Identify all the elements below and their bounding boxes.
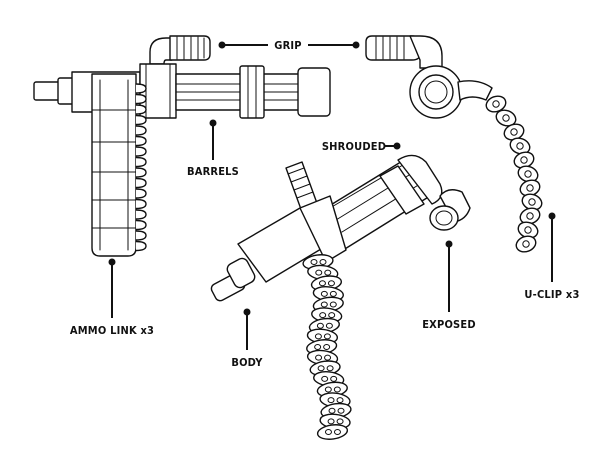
grip-part-right <box>365 35 443 69</box>
label-grip: GRIP <box>274 39 301 52</box>
ammo-link-segment <box>316 424 349 440</box>
u-clip-link <box>517 165 539 183</box>
ammo-rib <box>135 209 147 220</box>
ammo-rib <box>135 104 147 115</box>
ammo-rib <box>135 230 147 241</box>
leader-lines <box>108 41 556 350</box>
ammo-rib <box>135 167 147 178</box>
ammo-rib <box>135 114 147 126</box>
u-clip-link <box>519 207 541 225</box>
ammo-rib <box>135 240 147 252</box>
u-clip-link <box>513 151 535 169</box>
grip-part-left <box>149 35 211 65</box>
ammo-rib <box>135 146 147 157</box>
ammo-link-chain-center <box>302 254 352 440</box>
ammo-link-part <box>91 73 147 257</box>
ammo-rib <box>135 93 147 105</box>
u-clip-link <box>495 109 517 127</box>
u-clip-link <box>519 179 541 197</box>
label-u-clip: U-CLIP x3 <box>524 288 579 301</box>
label-barrels: BARRELS <box>187 165 239 178</box>
ammo-rib <box>135 135 147 147</box>
gun-assembly-center <box>210 154 443 440</box>
ammo-rib <box>135 125 147 136</box>
u-clip-link <box>521 193 543 211</box>
u-clip-link <box>509 137 531 155</box>
exposed-part <box>429 189 471 231</box>
label-exposed: EXPOSED <box>422 318 476 331</box>
ammo-rib <box>135 156 147 168</box>
ammo-rib <box>135 177 147 189</box>
u-clip-part <box>409 65 543 253</box>
ammo-rib <box>135 188 147 199</box>
shrouded-barrel <box>315 154 443 253</box>
ammo-rib <box>135 83 147 94</box>
label-body: BODY <box>231 356 263 369</box>
label-ammo-link: AMMO LINK x3 <box>70 324 154 337</box>
barrels-part <box>175 65 331 119</box>
ammo-rib <box>135 219 147 231</box>
ammo-rib <box>135 198 147 210</box>
u-clip-link <box>515 235 537 253</box>
label-shrouded: SHROUDED <box>322 140 386 153</box>
gun-assembly-top-left <box>33 35 331 257</box>
